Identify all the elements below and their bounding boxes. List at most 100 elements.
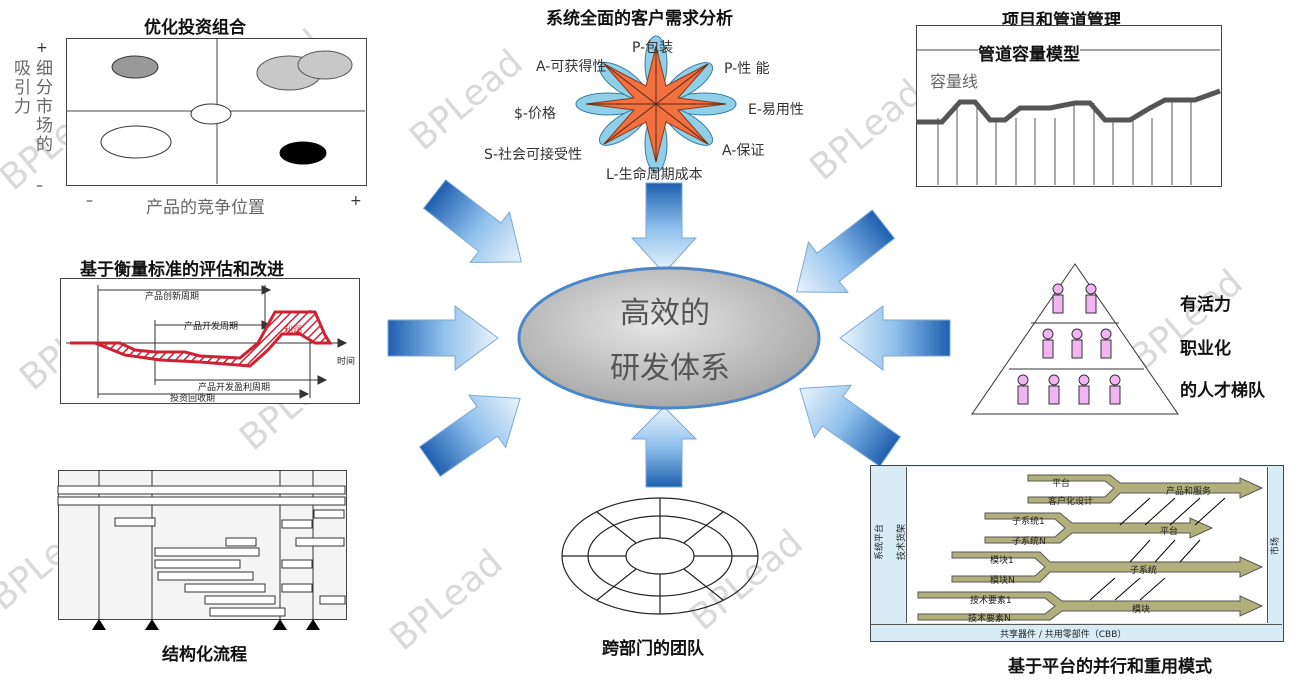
- gantt-bar: [114, 517, 156, 527]
- platform-arrow-label: 平台: [1160, 527, 1179, 537]
- gantt-bar: [225, 537, 257, 547]
- platform-arrow-label: 产品和服务: [1166, 487, 1212, 497]
- needs-label-packaging: P-包装: [632, 40, 674, 56]
- gantt-bar: [154, 559, 241, 569]
- y-axis-minus: –: [36, 178, 43, 194]
- platform-arrow-label: 模块N: [990, 576, 1015, 586]
- platform-arrow-label: 子系统N: [1012, 537, 1046, 547]
- person-icon: [1085, 283, 1097, 314]
- milestone-icon: [273, 619, 287, 630]
- gantt-bar: [154, 547, 260, 557]
- gantt-bar: [281, 583, 313, 593]
- y-axis-plus: +: [36, 40, 48, 56]
- capacity-label: 容量线: [930, 72, 979, 91]
- team-line-2: 职业化: [1180, 339, 1231, 359]
- center-title-line1: 高效的: [620, 296, 710, 331]
- gantt-bar: [57, 496, 346, 506]
- platform-arrow-label: 模块1: [990, 556, 1014, 566]
- person-icon: [1052, 283, 1064, 314]
- team-line-3: 的人才梯队: [1180, 381, 1265, 401]
- metrics-label-development-cycle: 产品开发周期: [184, 322, 239, 332]
- bubble: [279, 141, 327, 165]
- milestone-icon: [92, 619, 106, 630]
- center-title-line2: 研发体系: [610, 351, 730, 386]
- arrow-from-needs: [630, 182, 698, 274]
- platform-bottom-bar: [870, 624, 1282, 641]
- person-icon: [1042, 328, 1054, 359]
- platform-title: 基于平台的并行和重用模式: [1008, 657, 1212, 677]
- person-icon: [1017, 374, 1029, 405]
- arrow-from-portfolio: [422, 179, 522, 263]
- arrow-from-process: [418, 394, 521, 477]
- platform-arrow-label: 技术要素N: [968, 614, 1011, 624]
- person-icon: [1109, 374, 1121, 405]
- bubble: [190, 103, 232, 125]
- gantt-bar: [184, 583, 266, 593]
- pipeline-subtitle: 管道容量模型: [978, 40, 1080, 65]
- arrow-from-metrics: [387, 305, 499, 371]
- platform-arrow-label: 客户化设计: [1048, 497, 1094, 507]
- needs-label-availability: A-可获得性: [536, 59, 607, 75]
- person-icon: [1048, 374, 1060, 405]
- gantt-bar: [57, 485, 346, 495]
- milestone-icon: [306, 619, 320, 630]
- gantt-bar: [281, 559, 313, 569]
- metrics-label-payback: 投资回收期: [170, 394, 216, 404]
- metrics-label-profit: 利润: [284, 326, 303, 336]
- metrics-label-innovation-cycle: 产品创新周期: [145, 292, 200, 302]
- gantt-bar: [319, 595, 346, 605]
- person-icon: [1071, 328, 1083, 359]
- x-axis-plus: +: [350, 193, 362, 209]
- platform-arrow-label: 模块: [1132, 605, 1151, 615]
- bubble: [297, 50, 353, 80]
- platform-arrow-label: 平台: [1052, 479, 1071, 489]
- x-axis-label: 产品的竞争位置: [146, 198, 265, 218]
- arrow-from-platform: [799, 384, 902, 467]
- x-axis-minus: –: [86, 193, 93, 209]
- gantt-bar: [204, 595, 276, 605]
- portfolio-title: 优化投资组合: [144, 18, 246, 38]
- gantt-bar: [295, 537, 345, 547]
- needs-label-assurance: A-保证: [722, 143, 765, 159]
- arrow-from-team-pyramid: [839, 305, 951, 371]
- platform-arrow-label: 技术要素1: [970, 596, 1012, 606]
- platform-arrow-label: 子系统1: [1012, 517, 1045, 527]
- bubble: [111, 55, 159, 79]
- needs-title: 系统全面的客户需求分析: [546, 9, 733, 29]
- cross-team-title: 跨部门的团队: [602, 639, 704, 659]
- needs-label-performance: P-性 能: [724, 61, 770, 77]
- metrics-label-profit-cycle: 产品开发盈利周期: [198, 383, 271, 393]
- bubble: [100, 125, 172, 159]
- arrow-from-cross-team: [630, 406, 698, 488]
- person-icon: [1100, 328, 1112, 359]
- y-axis-label: 吸引力: [14, 59, 31, 117]
- needs-label-social: S-社会可接受性: [484, 147, 582, 163]
- process-title: 结构化流程: [162, 645, 247, 665]
- arrow-from-pipeline: [796, 209, 896, 293]
- y-axis-label: 细分市场的: [36, 59, 53, 155]
- gantt-bar: [313, 509, 345, 519]
- person-icon: [1078, 374, 1090, 405]
- needs-label-ease-of-use: E-易用性: [748, 102, 804, 118]
- gantt-bar: [209, 607, 286, 617]
- platform-bottom-label: 共享器件 / 共用零部件（CBB）: [1000, 630, 1127, 640]
- metrics-label-time: 时间: [337, 357, 356, 367]
- needs-label-price: $-价格: [514, 106, 556, 122]
- gantt-bar: [157, 571, 254, 581]
- team-line-1: 有活力: [1180, 295, 1231, 315]
- milestone-icon: [145, 619, 159, 630]
- metrics-title: 基于衡量标准的评估和改进: [80, 260, 284, 280]
- platform-arrow-label: 子系统: [1130, 566, 1158, 576]
- needs-label-lifecycle-cost: L-生命周期成本: [606, 167, 703, 183]
- gantt-bar: [281, 519, 313, 529]
